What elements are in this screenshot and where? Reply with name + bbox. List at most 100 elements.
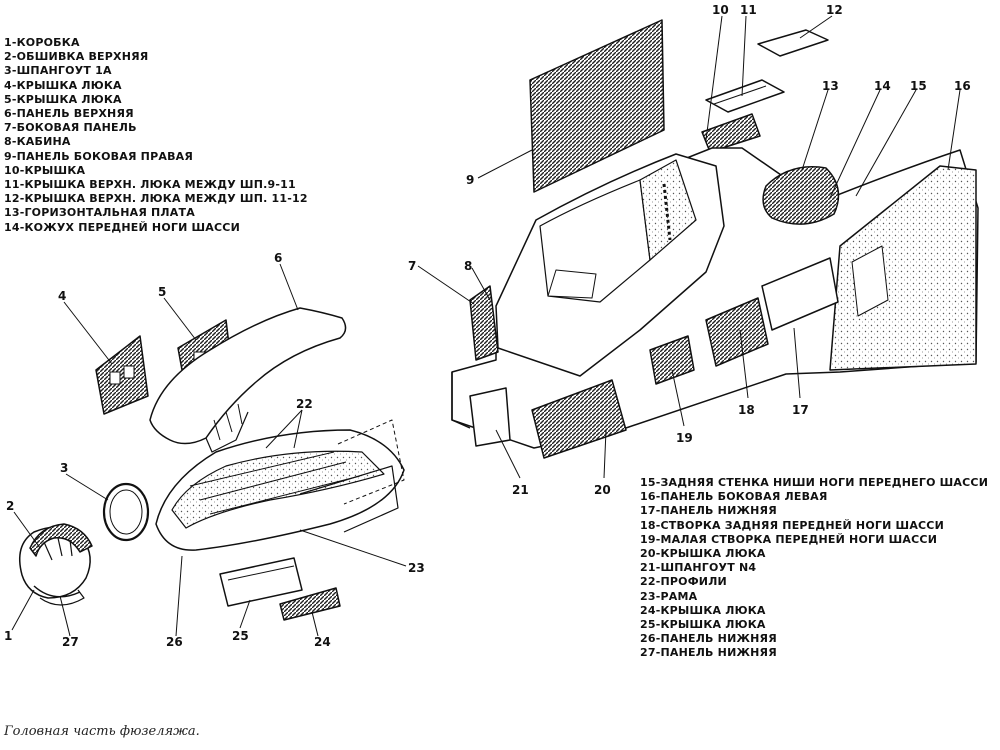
callout-9: 9 [466,173,474,187]
legend-item: 16-ПАНЕЛЬ БОКОВАЯ ЛЕВАЯ [640,490,828,504]
lower-panel-17-part [761,257,839,331]
leader-line [11,589,35,631]
callout-16: 16 [954,79,971,93]
legend-item: 5-КРЫШКА ЛЮКА [4,92,122,106]
legend-item: 12-КРЫШКА ВЕРХН. ЛЮКА МЕЖДУ ШП. 11-12 [4,192,308,206]
callout-17: 17 [792,403,809,417]
rear-gear-door-part [705,297,769,367]
leader-line [471,267,491,301]
callout-14: 14 [874,79,891,93]
leader-line [947,89,961,171]
upper-hatch-12-part [757,29,829,57]
leader-line [65,473,109,501]
leader-line [239,599,251,629]
callout-13: 13 [822,79,839,93]
callout-20: 20 [594,483,611,497]
small-gear-door-part [649,335,695,385]
lower-panel-27-part [39,589,85,606]
legend-item: 11-КРЫШКА ВЕРХН. ЛЮКА МЕЖДУ ШП.9-11 [4,178,296,192]
leader-line [293,409,303,449]
leader-line [299,529,407,567]
leader-line [741,15,747,97]
callout-23: 23 [408,561,425,575]
legend-item: 25-КРЫШКА ЛЮКА [640,618,766,632]
callout-7: 7 [408,259,416,273]
leader-line [799,15,833,39]
frame-23-part [299,465,399,533]
leader-line [417,265,475,305]
legend-parts-1-14: 1-КОРОБКА 2-ОБШИВКА ВЕРХНЯЯ 3-ШПАНГОУТ 1… [4,36,308,235]
callout-5: 5 [158,285,166,299]
legend-item: 3-ШПАНГОУТ 1А [4,64,112,78]
callout-26: 26 [166,635,183,649]
callout-15: 15 [910,79,927,93]
leader-line [793,327,801,399]
leader-line [265,409,303,449]
left-side-panel-part [829,165,977,371]
legend-item: 24-КРЫШКА ЛЮКА [640,603,766,617]
legend-item: 14-КОЖУХ ПЕРЕДНЕЙ НОГИ ШАССИ [4,220,240,234]
callout-25: 25 [232,629,249,643]
leader-line [829,89,881,199]
callout-18-lower: 18 [738,403,755,417]
hatch-cover-4-part [95,335,149,415]
legend-item: 17-ПАНЕЛЬ НИЖНЯЯ [640,504,777,518]
upper-panel-part [149,307,347,445]
upper-hatch-11-part [705,79,785,113]
callout-12: 12 [826,3,843,17]
legend-item: 23-РАМА [640,589,698,603]
callout-22: 22 [296,397,313,411]
leader-line [705,15,723,141]
legend-item: 7-БОКОВАЯ ПАНЕЛЬ [4,121,137,135]
leader-line [311,611,319,637]
legend-item: 20-КРЫШКА ЛЮКА [640,547,766,561]
callout-11: 11 [740,3,757,17]
profiles-part [171,450,385,529]
legend-item: 1-КОРОБКА [4,36,80,49]
leader-line [59,595,71,637]
leader-line [279,263,299,311]
callout-4: 4 [58,289,66,303]
legend-item: 26-ПАНЕЛЬ НИЖНЯЯ [640,632,777,646]
legend-item: 19-МАЛАЯ СТВОРКА ПЕРЕДНЕЙ НОГИ ШАССИ [640,532,938,546]
nose-upper-skin-part [29,523,93,557]
leader-line [855,89,917,197]
figure-caption: Головная часть фюзеляжа. [4,724,200,739]
legend-item: 10-КРЫШКА [4,163,86,177]
legend-item: 15-ЗАДНЯЯ СТЕНКА НИШИ НОГИ ПЕРЕДНЕГО ШАС… [640,476,989,489]
leader-line [495,429,521,479]
callout-1: 1 [4,629,12,643]
leader-line [63,301,113,365]
callout-6: 6 [274,251,282,265]
callout-2: 2 [6,499,14,513]
legend-item: 21-ШПАНГОУТ N4 [640,561,757,575]
side-panel-7-part [469,285,499,361]
leader-line [163,297,197,341]
callout-3: 3 [60,461,68,475]
legend-parts-15-27: 15-ЗАДНЯЯ СТЕНКА НИШИ НОГИ ПЕРЕДНЕГО ШАС… [640,476,988,661]
legend-item: 2-ОБШИВКА ВЕРХНЯЯ [4,50,149,64]
frame-n4-part [469,387,511,447]
hatch-cover-25-part [219,557,303,607]
lid-part [701,113,761,153]
legend-item: 4-КРЫШКА ЛЮКА [4,78,122,92]
frame-1a-part [102,482,150,542]
right-side-panel-part [529,19,665,193]
leader-line [477,149,533,179]
callout-10: 10 [712,3,729,17]
legend-item: 22-ПРОФИЛИ [640,575,727,589]
callout-21: 21 [512,483,529,497]
callout-19: 19 [676,431,693,445]
callout-27: 27 [62,635,79,649]
leader-line [671,369,685,427]
legend-item: 6-ПАНЕЛЬ ВЕРХНЯЯ [4,107,134,121]
callout-8: 8 [464,259,472,273]
leader-line [739,329,749,399]
leader-line [175,555,183,637]
legend-item: 27-ПАНЕЛЬ НИЖНЯЯ [640,646,777,660]
legend-item: 18-СТВОРКА ЗАДНЯЯ ПЕРЕДНЕЙ НОГИ ШАССИ [640,518,944,532]
leader-line [801,89,829,171]
hatch-cover-24-part [279,587,341,621]
legend-item: 13-ГОРИЗОНТАЛЬНАЯ ПЛАТА [4,206,195,220]
